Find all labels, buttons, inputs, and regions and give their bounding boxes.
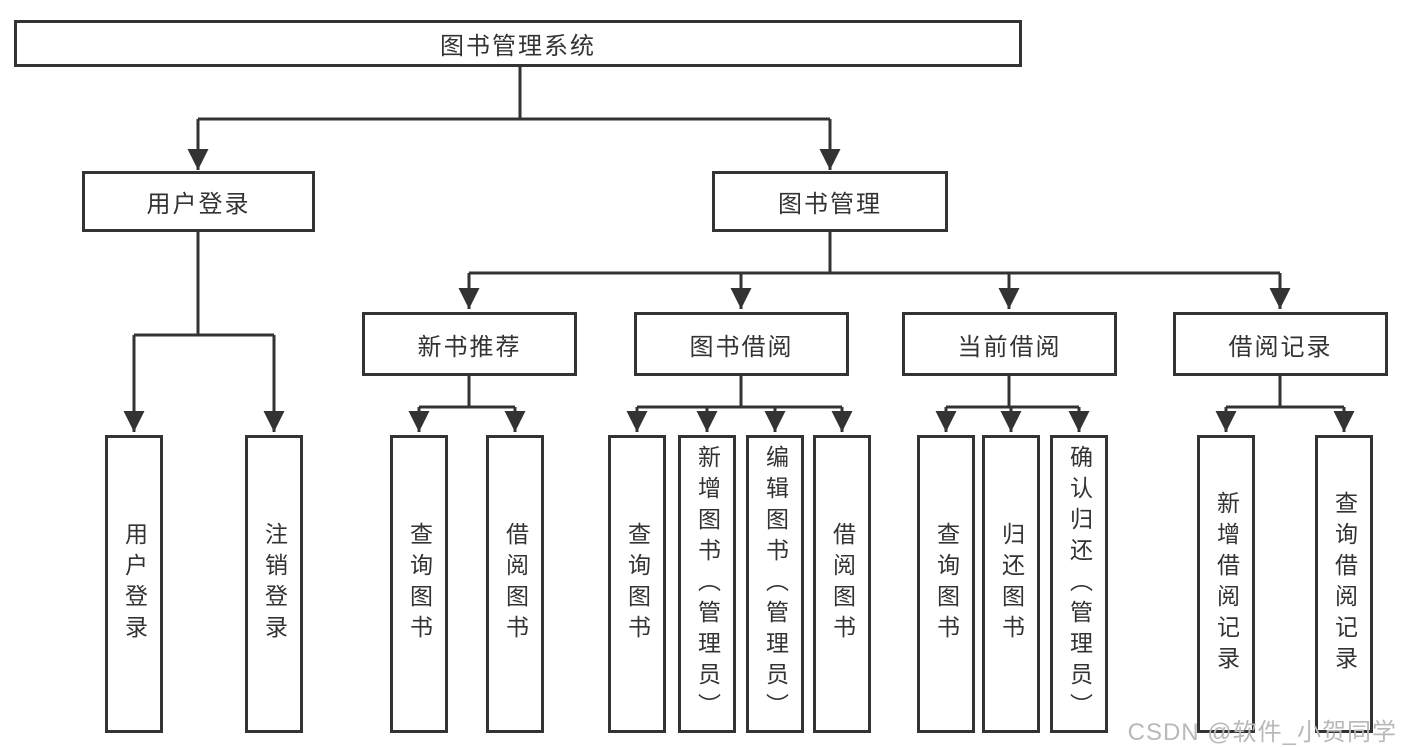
- node-library-management-system: 图书管理系统: [14, 20, 1022, 67]
- node-label: 用户登录: [121, 522, 148, 646]
- node-label: 新增借阅记录: [1213, 491, 1240, 677]
- node-user-login: 用户登录: [82, 171, 315, 232]
- node-logout: 注销登录: [245, 435, 303, 733]
- node-book-borrowing: 图书借阅: [634, 312, 849, 376]
- node-label: 图书借阅: [689, 333, 794, 361]
- watermark: CSDN @软件_小贺同学: [1127, 719, 1397, 746]
- node-borrow-books-borrowing: 借阅图书: [813, 435, 871, 733]
- node-label: 确认归还（管理员）: [1066, 444, 1093, 724]
- node-add-books-admin: 新增图书（管理员）: [678, 435, 736, 733]
- node-label: 编辑图书（管理员）: [762, 444, 789, 724]
- node-label: 借阅记录: [1228, 333, 1333, 361]
- node-book-management: 图书管理: [712, 171, 948, 232]
- node-label: 查询借阅记录: [1331, 491, 1358, 677]
- node-label: 图书管理: [778, 191, 882, 218]
- node-query-books-current: 查询图书: [917, 435, 975, 733]
- node-label: 查询图书: [933, 522, 960, 646]
- node-label: 新增图书（管理员）: [694, 444, 721, 724]
- node-label: 归还图书: [998, 522, 1025, 646]
- node-label: 查询图书: [406, 522, 433, 646]
- node-label: 借阅图书: [502, 522, 529, 646]
- node-borrow-books-recommend: 借阅图书: [486, 435, 544, 733]
- node-login: 用户登录: [105, 435, 163, 733]
- node-label: 借阅图书: [829, 522, 856, 646]
- node-label: 查询图书: [624, 522, 651, 646]
- node-borrowing-records: 借阅记录: [1173, 312, 1388, 376]
- node-return-books: 归还图书: [982, 435, 1040, 733]
- node-label: 图书管理系统: [440, 33, 596, 60]
- node-confirm-return-admin: 确认归还（管理员）: [1050, 435, 1108, 733]
- node-query-books-recommend: 查询图书: [390, 435, 448, 733]
- node-current-borrowing: 当前借阅: [902, 312, 1117, 376]
- node-query-borrow-record: 查询借阅记录: [1315, 435, 1373, 733]
- node-label: 用户登录: [146, 191, 251, 218]
- node-label: 注销登录: [261, 522, 288, 646]
- node-label: 新书推荐: [417, 333, 522, 361]
- node-query-books-borrowing: 查询图书: [608, 435, 666, 733]
- node-add-borrow-record: 新增借阅记录: [1197, 435, 1255, 733]
- node-label: 当前借阅: [957, 333, 1062, 361]
- node-new-book-recommendation: 新书推荐: [362, 312, 577, 376]
- node-edit-books-admin: 编辑图书（管理员）: [746, 435, 804, 733]
